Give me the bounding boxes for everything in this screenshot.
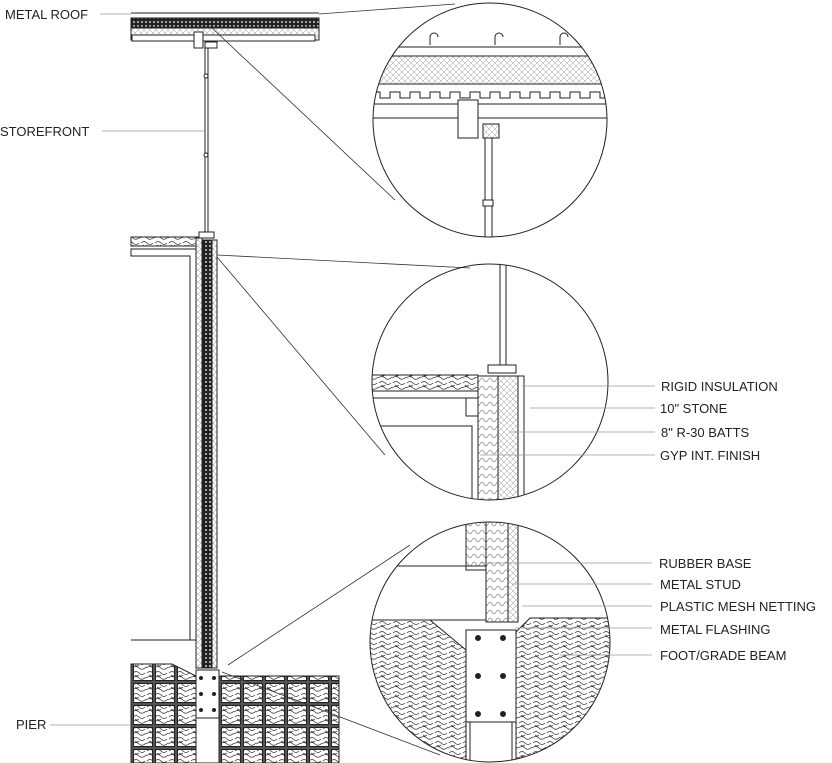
label-stone: 10" STONE <box>660 401 728 416</box>
wall-assembly <box>130 231 218 669</box>
label-metal-roof: METAL ROOF <box>5 7 89 22</box>
roof-assembly <box>130 12 320 49</box>
storefront-mullion <box>203 48 209 232</box>
label-gyp-finish: GYP INT. FINISH <box>660 448 761 463</box>
detail-wall-callout <box>372 264 525 500</box>
label-rubber-base: RUBBER BASE <box>659 556 752 571</box>
label-rigid-insulation: RIGID INSULATION <box>661 379 778 394</box>
foundation <box>130 639 340 763</box>
label-foot-grade-beam: FOOT/GRADE BEAM <box>660 648 787 663</box>
detail-foundation-callout <box>370 522 610 762</box>
label-metal-flashing: METAL FLASHING <box>660 622 771 637</box>
label-storefront: STOREFRONT <box>0 124 90 139</box>
label-metal-stud: METAL STUD <box>660 577 741 592</box>
label-batts: 8" R-30 BATTS <box>661 425 750 440</box>
detail-roof-callout <box>373 32 607 237</box>
label-pier: PIER <box>16 717 47 732</box>
label-plastic-mesh: PLASTIC MESH NETTING <box>660 599 817 614</box>
